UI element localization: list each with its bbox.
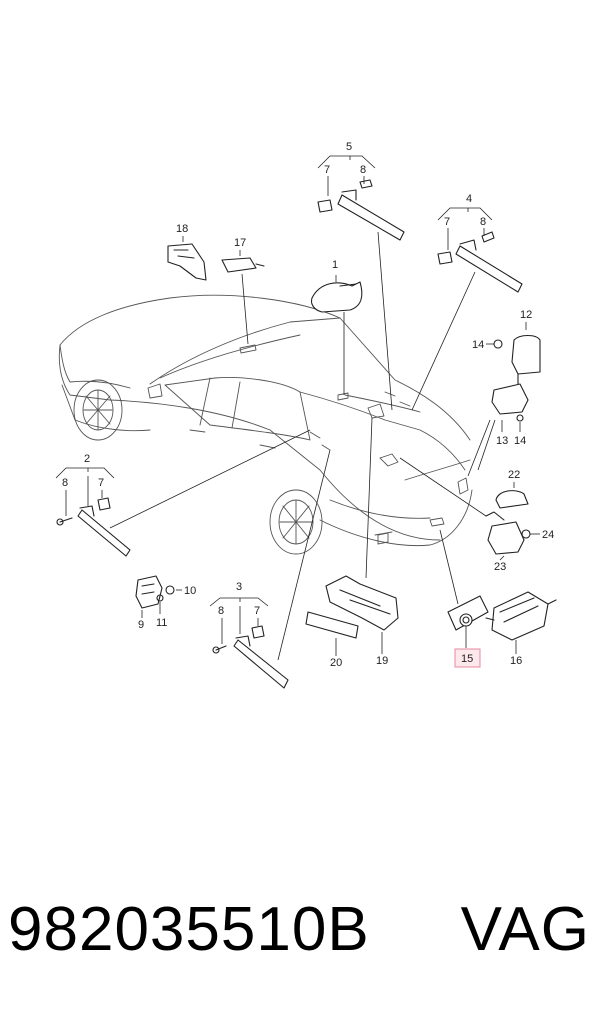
callout-20: 20 [330,657,342,669]
callout-24: 24 [542,529,554,541]
part-number: 982035510B [8,895,370,964]
roof-antenna-part: 1 [310,259,363,395]
callout-15: 15 [461,653,473,665]
callout-19: 19 [376,655,388,667]
callout-3-7: 7 [254,605,260,617]
footer: 982035510B VAG [0,890,600,990]
callout-14-top: 14 [472,339,484,351]
module-12-13: 12 14 13 14 [467,309,541,477]
callout-14-bottom: 14 [514,435,526,447]
parts-diagram: 1 5 7 8 4 7 8 17 1 [55,141,557,689]
callout-13: 13 [496,435,508,447]
callout-3-8: 8 [218,605,224,617]
callout-5-7: 7 [324,164,330,176]
callout-23: 23 [494,561,506,573]
callout-3: 3 [236,581,242,593]
callout-18: 18 [176,223,188,235]
antenna-rod-3: 3 8 7 [209,449,331,689]
callout-5: 5 [346,141,352,153]
callout-12: 12 [520,309,532,321]
callout-4-8: 8 [480,216,486,228]
callout-1: 1 [332,259,338,271]
callout-4: 4 [466,193,472,205]
bracket-18: 18 [167,223,207,281]
callout-22: 22 [508,469,520,481]
antenna-amplifier-15-16: 15 16 [399,457,557,668]
module-17: 17 [221,237,265,345]
callout-2-8: 8 [62,477,68,489]
bracket-19-20: 19 20 [305,417,399,669]
callout-17: 17 [234,237,246,249]
callout-16: 16 [510,655,522,667]
antenna-rod-5: 5 7 8 [317,141,405,411]
bracket-9: 9 10 11 [135,575,196,631]
antenna-rod-4: 4 7 8 [411,193,523,411]
callout-10: 10 [184,585,196,597]
callout-2-7: 7 [98,477,104,489]
antenna-rod-2: 2 8 7 [55,429,311,557]
callout-4-7: 7 [444,216,450,228]
callout-15-highlight [454,648,481,668]
callout-9: 9 [138,619,144,631]
callout-11: 11 [156,617,167,629]
callout-2: 2 [84,453,90,465]
module-22-23: 22 23 24 [485,469,554,573]
brand-label: VAG [460,895,590,964]
callout-5-8: 8 [360,164,366,176]
car-outline [58,294,473,555]
